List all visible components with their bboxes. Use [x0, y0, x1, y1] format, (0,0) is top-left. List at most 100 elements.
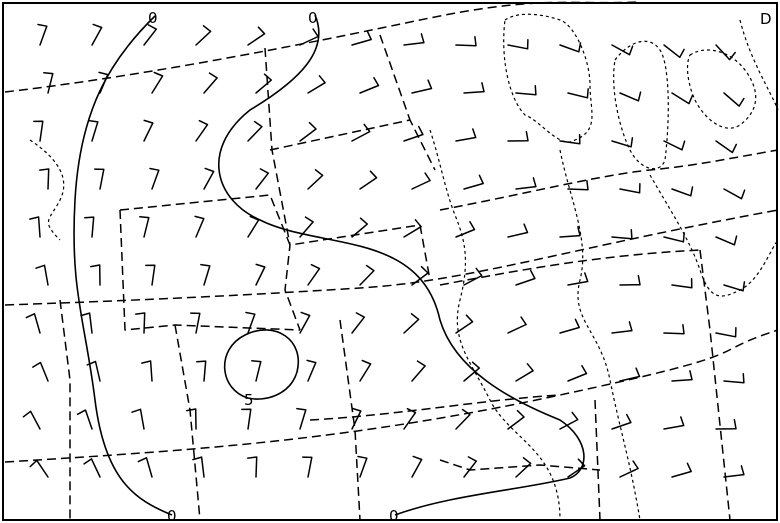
wind-barb [139, 216, 150, 238]
wind-barb [186, 408, 197, 430]
wind-barb [559, 42, 582, 53]
wind-barb [192, 456, 205, 478]
wind-barb [143, 24, 158, 46]
contour-label: 0 [389, 507, 399, 523]
wind-barb [25, 313, 41, 334]
river [649, 174, 779, 297]
border-line [4, 1, 641, 93]
wind-barb [203, 72, 218, 94]
lakes-and-rivers [29, 13, 779, 521]
river [429, 129, 561, 521]
wind-barb [83, 458, 101, 478]
wind-barb [463, 267, 483, 286]
wind-barb [611, 321, 633, 334]
wind-barb [671, 370, 693, 382]
wind-barb [255, 168, 270, 190]
wind-barb [463, 456, 478, 478]
border-line [59, 299, 71, 520]
wind-barb [43, 72, 54, 94]
wind-barb [515, 457, 532, 478]
wind-barb [663, 324, 685, 335]
wind-barb [351, 312, 366, 334]
wind-barb [195, 119, 209, 142]
wind-barb [94, 168, 105, 190]
wind-barb [145, 264, 156, 286]
wind-barb [715, 327, 737, 338]
border-line [439, 459, 601, 471]
wind-barb [203, 167, 215, 190]
wind-barb [515, 363, 534, 382]
wind-barb [241, 408, 252, 430]
wind-barb [307, 263, 321, 286]
wind-barb [559, 134, 581, 145]
border-line [439, 149, 779, 211]
wind-barb [723, 188, 746, 200]
wind-barb [411, 455, 423, 478]
border-line [419, 224, 431, 281]
border-line [699, 249, 731, 521]
wind-barb [411, 265, 429, 286]
contour-zero-west [73, 15, 173, 516]
wind-barb [86, 360, 101, 382]
wind-barbs [22, 23, 746, 478]
wind-barb [39, 168, 50, 190]
border-line [119, 209, 301, 331]
river [29, 139, 65, 241]
wind-barb [567, 180, 589, 191]
wind-barb [411, 79, 433, 94]
wind-barb [507, 39, 529, 50]
wind-barb [90, 264, 101, 286]
wind-barb [559, 318, 580, 334]
wind-barb [307, 169, 324, 190]
wind-barb [611, 413, 632, 430]
wind-barb [403, 407, 417, 430]
border-line [439, 249, 701, 286]
wind-barb [611, 137, 634, 148]
wind-barb [245, 311, 256, 334]
wind-barb [247, 120, 263, 142]
wind-barb [190, 312, 201, 334]
wind-barb [515, 269, 536, 286]
wind-barb [463, 361, 481, 382]
wind-barb [98, 71, 109, 94]
border-line [119, 194, 421, 246]
lake-outline [686, 49, 757, 129]
wind-barb [255, 263, 266, 286]
lake-outline [503, 13, 593, 143]
wind-barb [351, 123, 371, 142]
wind-barb [33, 120, 44, 142]
wind-barb [251, 360, 262, 382]
wind-barb [131, 408, 145, 430]
wind-barb [299, 216, 314, 238]
wind-barb [611, 229, 633, 240]
wind-barb [306, 359, 317, 382]
wind-barb [507, 131, 529, 142]
wind-barb [567, 365, 588, 382]
wind-barb [455, 221, 476, 238]
wind-barb [247, 456, 258, 478]
border-line [4, 209, 779, 306]
wind-barb [619, 275, 641, 286]
wind-barb [411, 360, 426, 382]
wind-barb [76, 409, 93, 430]
wind-barb [359, 264, 375, 286]
wind-barb [137, 457, 153, 478]
wind-barb [151, 71, 164, 94]
wind-barb [359, 170, 378, 190]
wind-barb [619, 367, 641, 382]
river [739, 19, 779, 111]
wind-barb [296, 407, 307, 430]
wind-barb [149, 167, 160, 190]
contour-label: 0 [308, 9, 318, 27]
wind-barb [196, 360, 207, 382]
wind-barb [671, 186, 694, 197]
wind-barb [299, 121, 317, 142]
wind-barb [455, 128, 477, 142]
wind-barb [715, 140, 738, 154]
wind-barb [567, 272, 589, 286]
wind-barb [663, 140, 686, 151]
wind-barb [411, 172, 431, 190]
wind-barb [611, 44, 634, 56]
